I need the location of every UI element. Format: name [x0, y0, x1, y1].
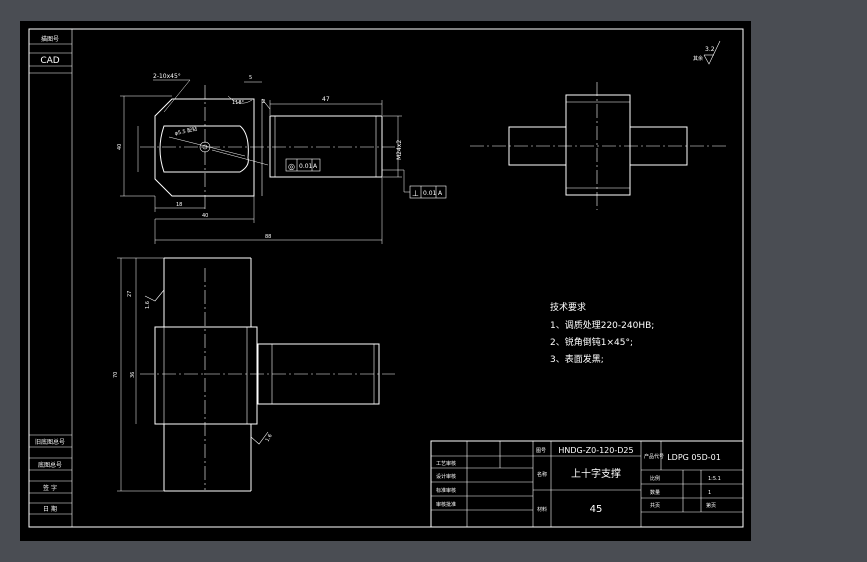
qty-value: 1: [708, 490, 711, 496]
sig-row-3: 标准审核: [436, 487, 456, 494]
sig-row-2: 设计审核: [436, 473, 456, 480]
perp-datum: A: [438, 190, 443, 197]
tech-notes: 技术要求 1、调质处理220-240HB; 2、锐角倒钝1×45°; 3、表面发…: [550, 301, 654, 365]
dim-27: 27: [127, 291, 133, 297]
note-item-3: 3、表面发黑;: [550, 353, 604, 365]
chamfer-note: 2-10x45°: [153, 73, 181, 80]
roughness-value: 3.2: [705, 46, 715, 53]
concentricity-symbol: ◎: [288, 162, 295, 171]
dim-40: 40: [202, 213, 208, 219]
dim-47: 47: [322, 96, 330, 103]
sig-row-1: 工艺审核: [436, 460, 456, 467]
sheet-label: 共页: [650, 502, 660, 509]
dim-70: 70: [113, 372, 119, 378]
perp-symbol: ⊥: [412, 189, 419, 198]
dim-36: 36: [130, 372, 136, 378]
concentricity-datum: A: [313, 163, 318, 170]
strip-cad-label: CAD: [40, 56, 59, 66]
note-item-2: 2、锐角倒钝1×45°;: [550, 336, 633, 348]
hole-note: φ5.5 配钻: [174, 125, 198, 137]
drawing-sheet: [20, 21, 751, 541]
bottom-view: 27 36 70 1.6 1.6: [113, 257, 395, 492]
sig-row-4: 审核批准: [436, 501, 456, 508]
roughness-label: 其余: [693, 55, 703, 62]
dim-height: 40: [117, 144, 123, 150]
sheet-label-2: 第页: [706, 502, 716, 509]
part-code-label: 产品代号: [644, 453, 664, 460]
rough-mark-1: 1.6: [145, 301, 151, 309]
notes-heading: 技术要求: [550, 301, 586, 313]
ratio-label: 比例: [650, 475, 660, 482]
strip-row2: 底图总号: [38, 461, 62, 469]
side-view: [470, 82, 726, 210]
dim-5: 5: [249, 75, 252, 81]
name-label: 名称: [537, 471, 547, 478]
bottom-head: [154, 326, 258, 425]
qty-label: 数量: [650, 489, 660, 496]
doc-no-label: 图号: [536, 448, 546, 454]
dim-thread: M24x2: [396, 140, 403, 160]
material-label: 材料: [537, 506, 547, 513]
strip-row4: 日 期: [43, 505, 57, 513]
dim-angle: 118°: [232, 100, 245, 106]
concentricity-value: 0.01: [299, 163, 313, 170]
rough-mark-2: 1.6: [265, 433, 274, 443]
material-value: 45: [590, 504, 603, 515]
title-block: 工艺审核 设计审核 标准审核 审核批准 图号 名称 材料 HNDG-Z0-120…: [430, 440, 744, 528]
dim-2: 2: [262, 99, 265, 105]
slot-outline: [159, 125, 249, 173]
strip-top-label: 描图号: [41, 35, 59, 43]
front-view: φ5.5 配钻 2-10x45° 5 118° 2 47 M24x2 40 18: [117, 73, 447, 244]
left-strip: 描图号 CAD 旧底图总号 底图总号 签 字 日 期: [28, 28, 73, 528]
perp-value: 0.01: [423, 190, 437, 197]
strip-row3: 签 字: [43, 484, 57, 492]
strip-row1: 旧底图总号: [35, 438, 65, 446]
dim-18: 18: [176, 202, 182, 208]
roughness-mark: 其余 3.2: [693, 40, 721, 65]
part-code: LDPG 05D-01: [667, 453, 721, 462]
drawing-code: HNDG-Z0-120-D25: [558, 446, 633, 455]
note-item-1: 1、调质处理220-240HB;: [550, 319, 654, 331]
part-name: 上十字支撑: [571, 467, 621, 480]
ratio-value: 1:5.1: [708, 476, 721, 482]
dim-88: 88: [265, 234, 271, 240]
